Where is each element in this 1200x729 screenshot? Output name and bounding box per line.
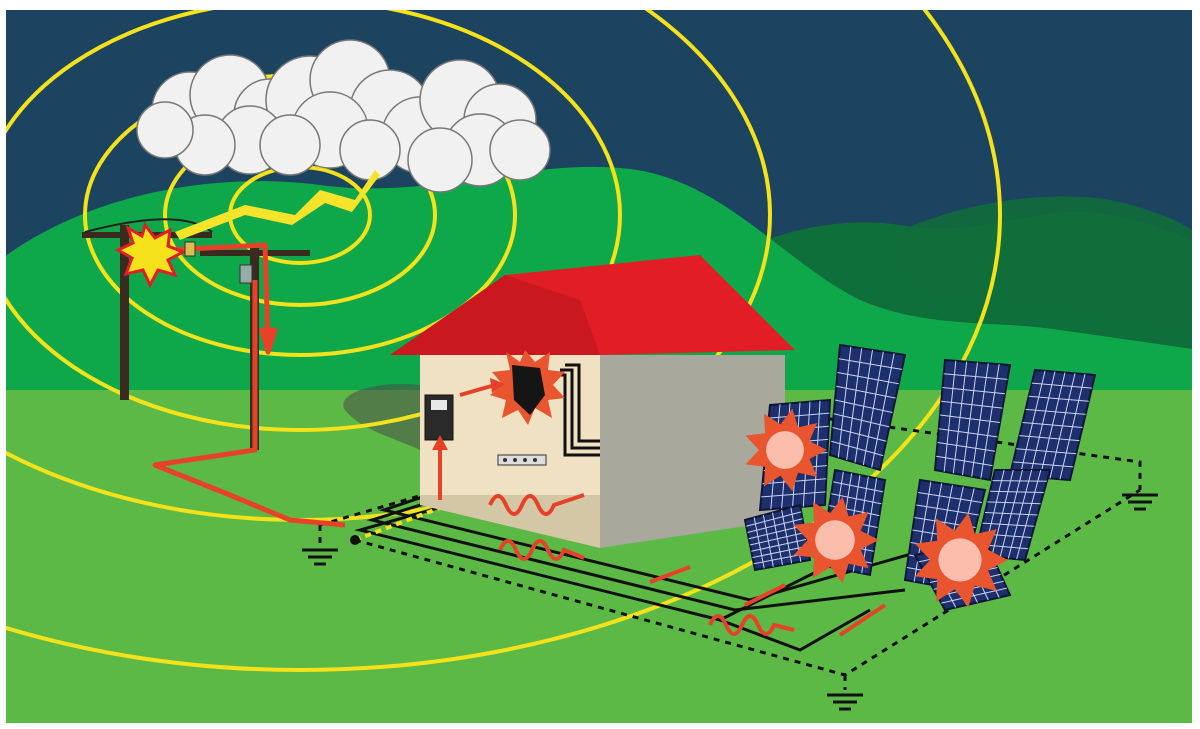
pole-transformer [239,264,253,284]
earth-ground-icon [302,548,338,566]
solar-panel-gridline [987,501,1041,505]
solar-panel-gridline [768,412,830,419]
solar-panel-icon [973,469,1052,562]
solar-panel-gridline [1028,395,1089,402]
spark-burst-core [938,538,982,582]
earth-ground-symbols [302,493,1158,711]
solar-panel-gridline [1025,408,1086,415]
solar-array [743,343,1097,612]
solar-panel-gridline [937,442,996,452]
wave-ring-4 [6,10,622,432]
solar-panel-gridline [761,491,826,498]
solar-panel-gridline [1022,422,1083,428]
house-shadow [343,384,420,450]
solar-panel-icon [933,358,1012,482]
cloud-puff [136,101,194,159]
house [390,255,795,548]
spark-burst-icon [914,512,1008,608]
right-dark-hill [880,196,1192,339]
solar-panel-gridline [984,512,1038,516]
solar-panel-icon [1008,368,1097,482]
earth-ground-icon [827,693,863,711]
induced-surge-cable [498,539,585,561]
solar-panel-gridline [834,399,893,413]
cloud-puff [407,127,473,193]
house-base [420,495,600,548]
earth-ground-icon [1122,493,1158,511]
solar-panel-gridline [939,414,1001,423]
solar-panel-gridline [936,455,993,467]
solar-panel-gridline [989,490,1044,493]
spark-burst-icon [793,496,879,584]
solar-panel-gridline [938,428,998,438]
surge-arrow-down [259,327,278,355]
busbar-terminals [503,458,537,462]
solar-panel-gridline [752,545,808,558]
solar-panel-gridline [941,400,1003,409]
solar-panel-gridline [833,481,884,493]
solar-panel-gridline [831,440,884,457]
solar-panel-gridline [746,511,802,527]
solar-panel-gridline [749,532,806,546]
house-side-wall [600,355,785,548]
house-roof-gable-shade [390,275,600,355]
induced-surge-panel-a [744,583,786,607]
pole-right-crossarm [200,250,310,256]
solar-panel-gridline [832,427,887,442]
spark-burst-core [766,431,804,469]
wave-ring-6 [6,10,1002,672]
solar-panel-gridline [918,492,982,503]
pole-insulator [184,241,196,257]
induced-surges [488,493,887,637]
earth-junction [350,535,360,545]
pole-left [120,225,129,400]
pole-strike-burst-icon [114,221,187,289]
surge-to-inverter [459,383,496,397]
house-roof [390,255,795,355]
induced-surge-house [488,493,585,516]
lightning-bolt-icon [175,170,380,240]
cloud-puff [259,114,321,176]
surge-arrow-inverter [490,378,505,393]
solar-panel-gridline [833,413,890,428]
panel-spark-bursts [745,408,1008,608]
solar-panel-gridline [836,385,896,399]
solar-panel-gridline [838,358,902,370]
solar-panel-gridline [1013,461,1074,468]
solar-panel-gridline [992,480,1047,482]
surge-path [152,242,346,528]
meter-display [431,400,447,410]
storm-cloud-icon [136,39,551,193]
induced-surge-front [708,614,795,636]
solar-panel-gridline [942,387,1006,395]
solar-panel-gridline [1019,435,1080,442]
cloud-puff [489,119,551,181]
solar-panel-gridline [837,372,899,385]
ground-busbar [497,454,547,466]
solar-panel-gridline [747,518,803,533]
surge-arrow-meter [432,435,448,450]
induced-surge-mid [649,565,691,584]
solar-panel-gridline [1016,448,1077,455]
spark-burst-icon [745,408,827,492]
spark-burst-core [815,520,855,560]
solar-panel-gridline [748,525,804,540]
cloud-puff [339,119,401,181]
ground-loop-back [319,403,1142,527]
ground-loop [318,403,1142,690]
cable-4 [719,608,871,652]
solar-panel-gridline [1031,382,1092,389]
solar-panel-gridline [982,522,1035,527]
surge-down-pole [169,242,271,346]
induced-surge-panel-b [838,603,887,637]
surge-to-ground [152,280,346,528]
solar-panel-gridline [831,493,882,505]
solar-panel-icon [828,343,907,472]
solar-panel-gridline [751,538,807,552]
damaged-inverter [512,365,545,415]
solar-panel-gridline [943,373,1008,380]
